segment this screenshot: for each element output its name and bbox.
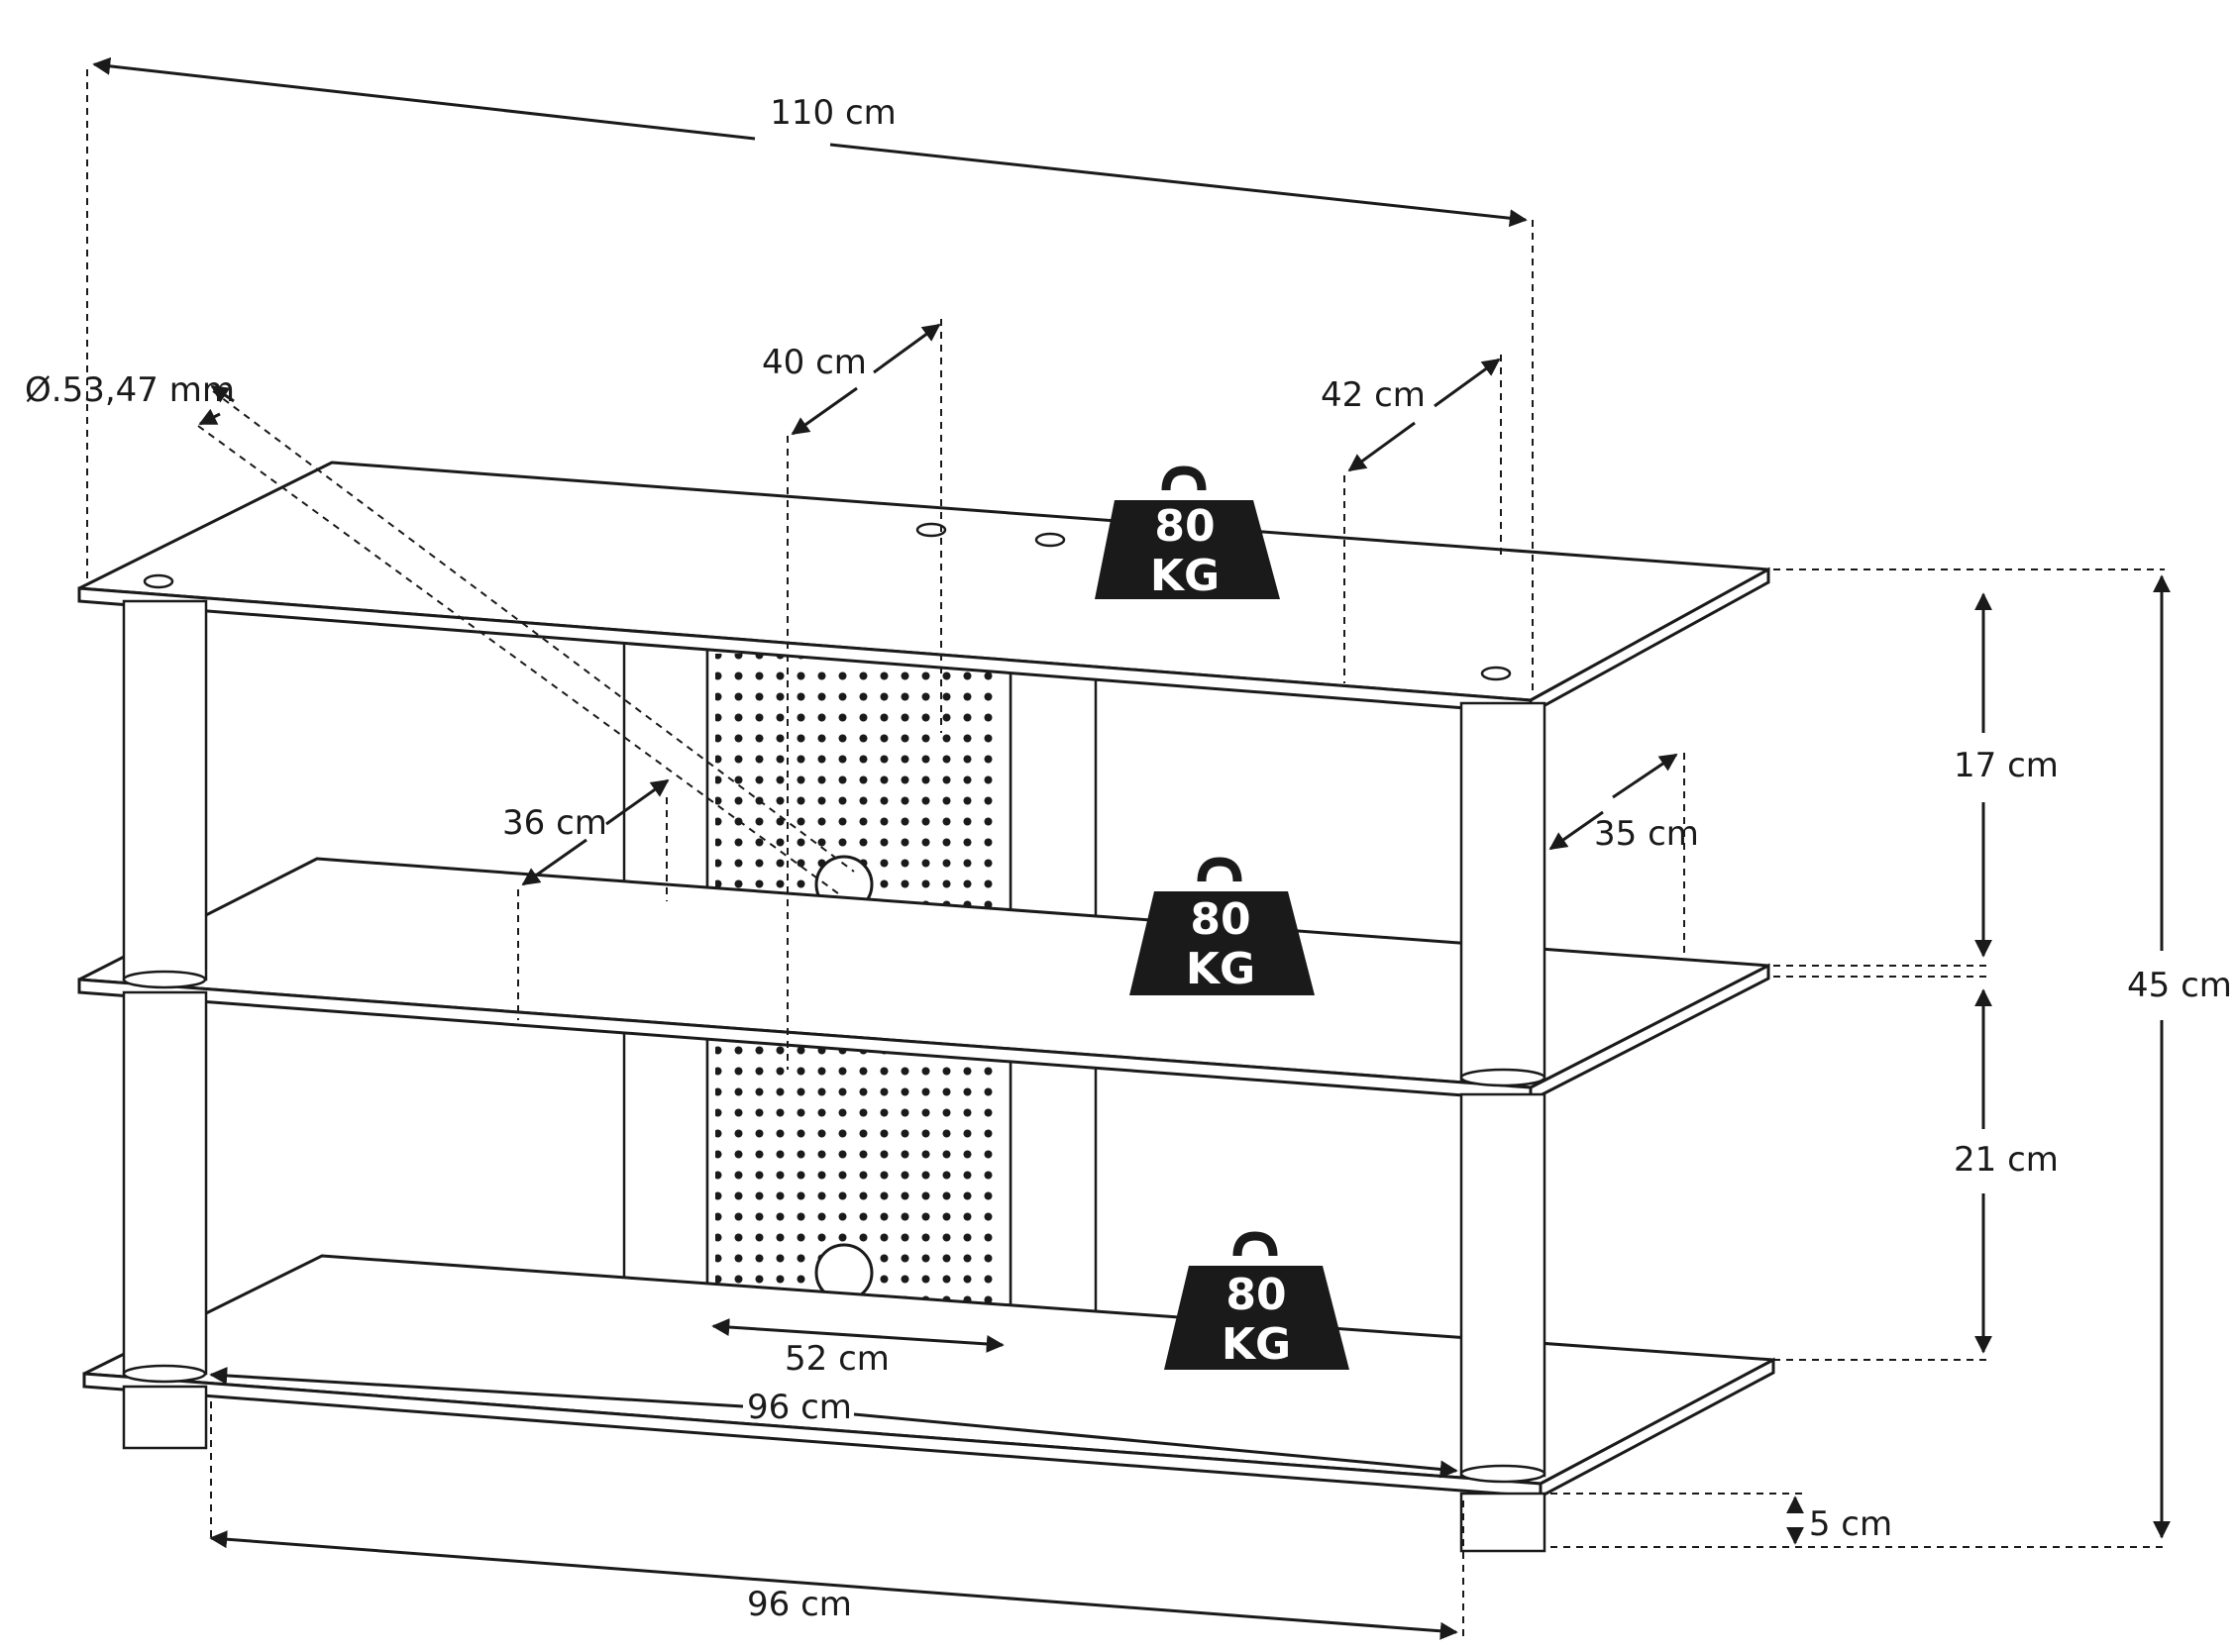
label-gap-bottom: 21 cm xyxy=(1954,1140,2059,1180)
weight-number-top: 80 xyxy=(1154,501,1215,552)
top-shelf xyxy=(77,461,1770,716)
weight-unit-bottom: KG xyxy=(1222,1319,1291,1370)
label-top-depth-mid: 40 cm xyxy=(762,343,867,382)
bottom-shelf xyxy=(82,1254,1775,1499)
label-total-width: 110 cm xyxy=(770,93,897,133)
weight-unit-top: KG xyxy=(1150,551,1220,601)
label-panel-width: 52 cm xyxy=(785,1339,890,1379)
label-top-depth-right: 42 cm xyxy=(1321,375,1426,415)
label-gap-top: 17 cm xyxy=(1954,746,2059,785)
weight-unit-middle: KG xyxy=(1186,944,1255,994)
weight-number-middle: 80 xyxy=(1190,894,1250,945)
weight-badge-middle: 80 KG xyxy=(1129,857,1315,995)
label-leg-diameter: Ø.53,47 mm xyxy=(25,370,235,410)
extension-lines xyxy=(86,69,2165,1639)
dimension-arrows xyxy=(92,56,2171,1640)
label-middle-depth-right: 35 cm xyxy=(1594,814,1699,854)
label-inner-width: 96 cm xyxy=(747,1388,852,1427)
front-legs xyxy=(122,599,1546,1553)
label-foot-height: 5 cm xyxy=(1809,1504,1892,1544)
weight-badge-bottom: 80 KG xyxy=(1164,1231,1349,1370)
dimension-labels: 110 cm Ø.53,47 mm 40 cm 42 cm 36 cm 35 c… xyxy=(25,93,2232,1624)
label-foot-width: 96 cm xyxy=(747,1585,852,1624)
weight-badge-top: 80 KG xyxy=(1095,465,1280,601)
label-middle-depth-left: 36 cm xyxy=(502,803,607,843)
back-panel-lower xyxy=(705,1033,1012,1334)
label-total-height: 45 cm xyxy=(2127,966,2232,1005)
weight-number-bottom: 80 xyxy=(1225,1270,1286,1320)
